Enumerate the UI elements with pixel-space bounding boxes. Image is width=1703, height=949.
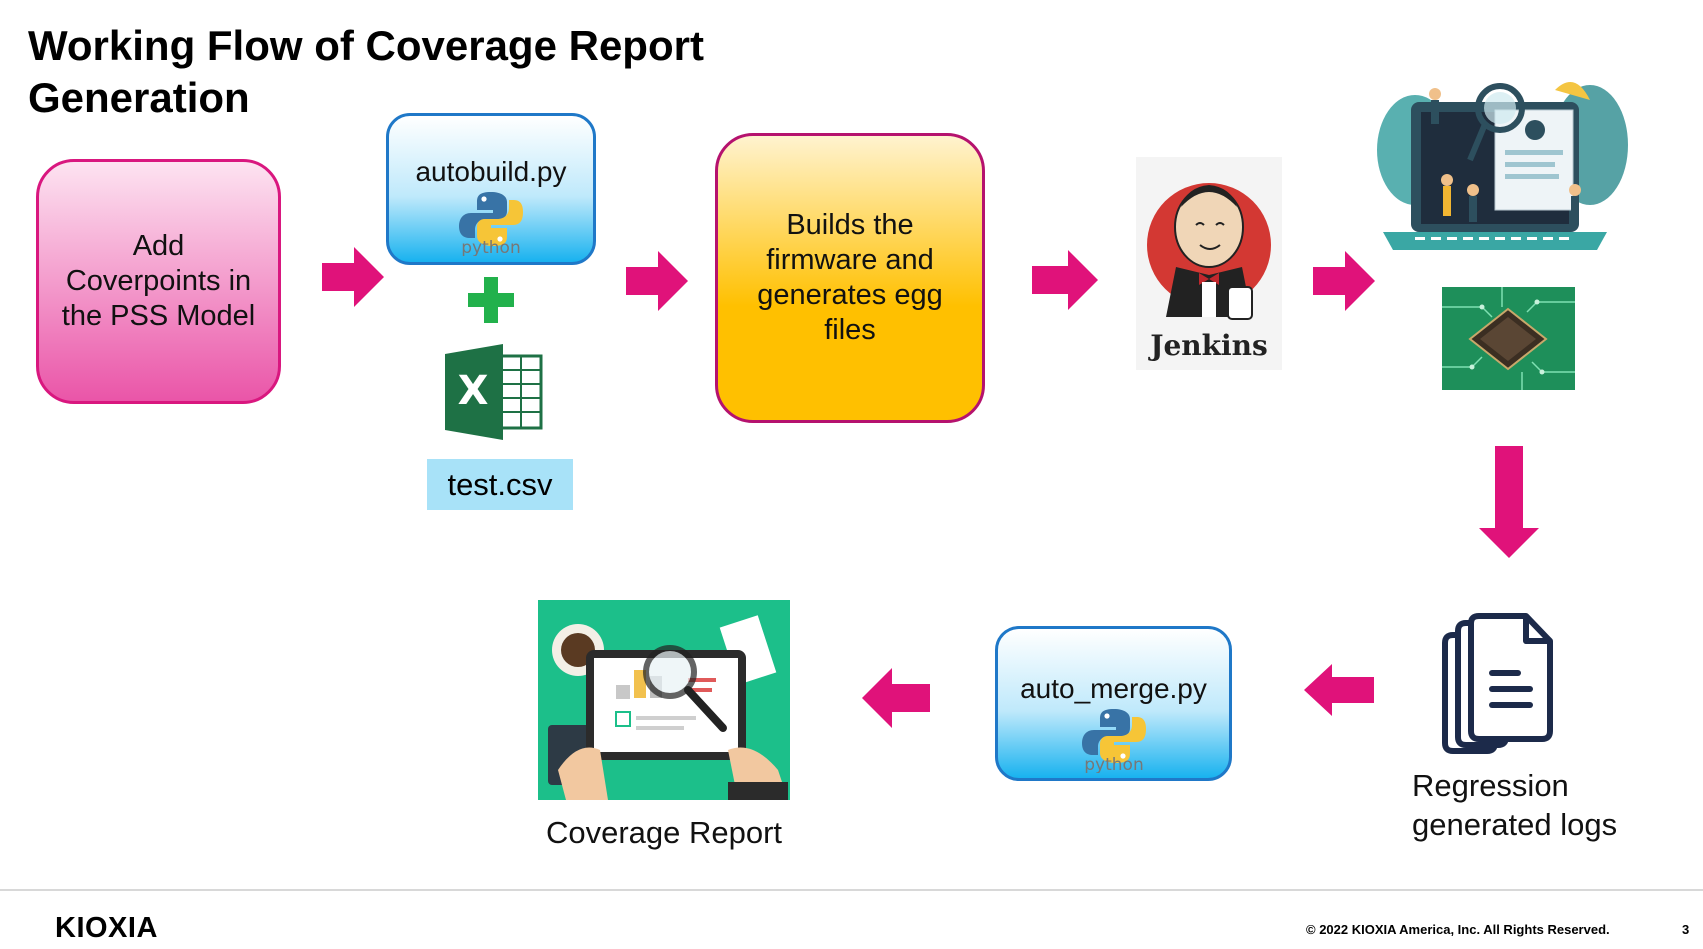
- excel-icon: X: [445, 344, 543, 440]
- jenkins-label: Jenkins: [1150, 329, 1268, 362]
- python-logo-icon: python: [459, 192, 523, 256]
- arrow-right-icon: [1032, 250, 1098, 310]
- regression-logs-label: Regression generated logs: [1412, 768, 1618, 842]
- copyright-text: © 2022 KIOXIA America, Inc. All Rights R…: [1306, 922, 1610, 937]
- jenkins-logo: Jenkins: [1136, 157, 1282, 370]
- auto-merge-label: auto_merge.py: [1020, 673, 1207, 704]
- arrow-left-icon: [1304, 664, 1374, 716]
- autobuild-box: autobuild.py python: [386, 113, 596, 265]
- auto-merge-box: auto_merge.py python: [995, 626, 1232, 781]
- arrow-right-icon: [626, 251, 688, 311]
- footer-divider: [0, 889, 1703, 891]
- plus-icon: [468, 277, 514, 323]
- coverage-report-illustration: [538, 600, 790, 800]
- kioxia-logo: KIOXIA: [55, 912, 158, 944]
- autobuild-label: autobuild.py: [415, 156, 567, 187]
- coverage-report-label: Coverage Report: [545, 815, 783, 850]
- excel-letter: X: [458, 368, 489, 414]
- document-stack-icon: [1442, 613, 1553, 754]
- python-logo-icon: python: [1081, 709, 1146, 773]
- python-logo-text: python: [1084, 755, 1143, 773]
- arrow-left-icon: [862, 668, 930, 728]
- csv-file-label: test.csv: [427, 459, 573, 510]
- page-number: 3: [1682, 922, 1690, 937]
- laptop-testing-illustration: [1377, 82, 1628, 250]
- jenkins-butler-icon: [1147, 183, 1271, 320]
- arrow-down-icon: [1479, 446, 1539, 558]
- slide-title: Working Flow of Coverage Report Generati…: [28, 22, 704, 121]
- build-firmware-box: Builds the firmware and generates egg fi…: [715, 133, 985, 423]
- arrow-right-icon: [322, 247, 384, 307]
- chip-circuit-image: [1442, 287, 1575, 390]
- arrow-right-icon: [1313, 251, 1375, 311]
- python-logo-text: python: [461, 238, 520, 256]
- add-coverpoints-box: Add Coverpoints in the PSS Model: [36, 159, 281, 404]
